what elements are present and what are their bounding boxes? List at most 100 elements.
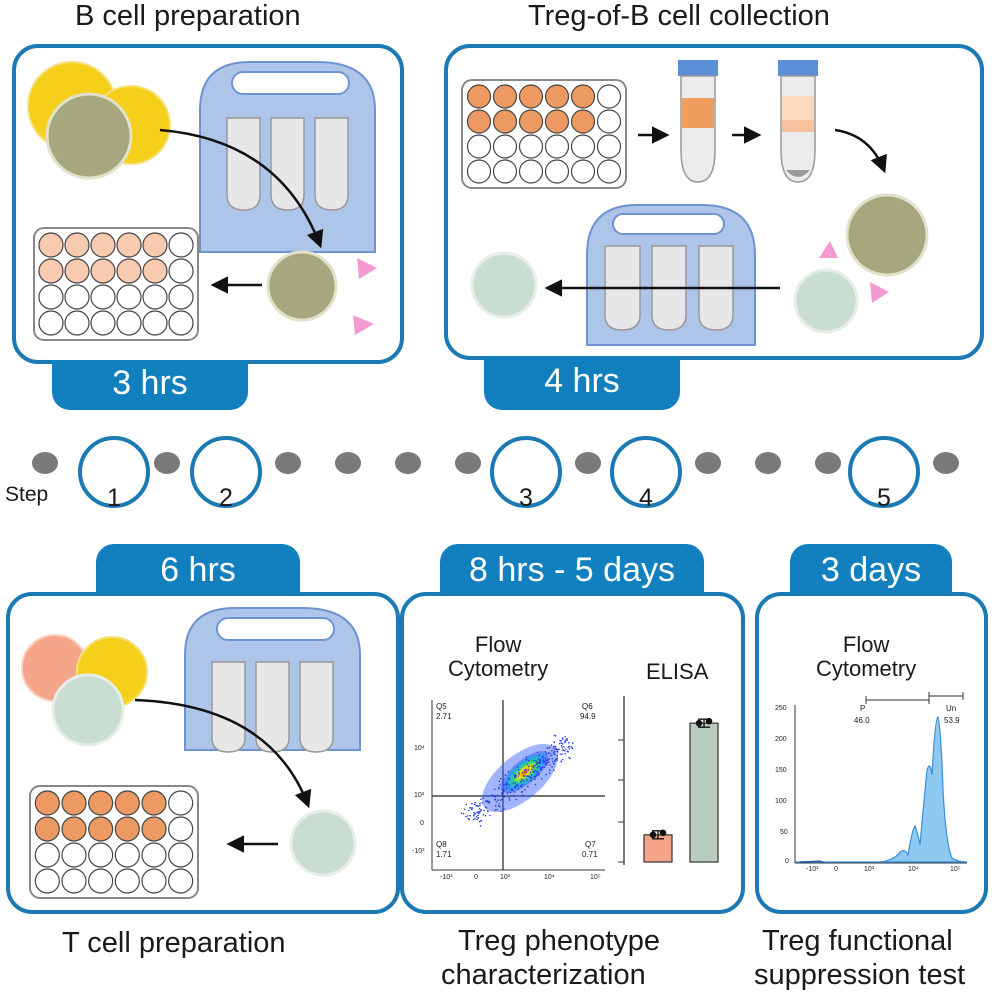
scatter-point [542,760,545,762]
scatter-point [518,769,520,771]
scatter-point [522,779,525,782]
scatter-point [546,762,548,764]
well [34,842,60,868]
well [34,790,60,816]
well [142,258,168,284]
hist-x-tick: -10³ [806,866,819,873]
scatter-point [566,739,568,742]
well [596,159,622,184]
scatter-point [504,774,507,776]
scatter-point [564,736,566,738]
quadrant-q8: Q8 [436,840,447,849]
scatter-point [518,773,521,775]
b-cell-isolated [266,250,338,322]
elisa-bar-chart [618,696,719,865]
scatter-point [558,742,561,745]
scatter-point [563,745,565,748]
well [492,159,518,184]
timeline-dot [32,452,58,474]
scatter-point [564,749,566,752]
scatter-point [515,784,517,787]
t-cell-preparation-caption: T cell preparation [62,927,286,959]
scatter-point [536,751,539,754]
scatter-point [496,808,498,811]
scatter-point [488,800,491,803]
treg-collection-panel [444,44,984,360]
scatter-point [503,796,506,798]
scatter-point [525,756,528,758]
scatter-point [465,803,468,806]
scatter-point [473,813,476,816]
scatter-point [556,759,558,761]
well [116,258,142,284]
scatter-point [526,763,529,766]
scatter-point [478,807,481,810]
replicate-point [659,829,667,837]
scatter-point [549,764,551,766]
scatter-point [534,783,537,786]
well [64,232,90,258]
well [544,84,570,109]
quadrant-q5: Q5 [436,702,447,711]
scatter-point [467,817,470,820]
well [88,790,114,816]
scatter-point [560,760,563,763]
scatter-point [484,814,487,817]
timeline-dot [815,452,841,474]
flow-x-tick: 10⁵ [590,874,601,881]
scatter-point [544,757,547,759]
flow-x-tick: 0 [474,874,478,881]
scatter-point [553,750,556,753]
scatter-point [571,742,574,744]
well [466,109,492,134]
scatter-point [528,759,530,762]
scatter-point [546,759,549,762]
scatter-point [512,782,515,784]
scatter-point [503,789,505,791]
flow-y-tick: 10³ [414,792,425,799]
flow-x-tick: 10⁴ [544,874,555,881]
scatter-point [552,762,555,765]
scatter-point [494,788,496,790]
scatter-point [536,770,538,773]
scatter-point [540,768,543,771]
scatter-point [551,760,554,763]
scatter-point [530,777,533,779]
scatter-point [514,776,516,779]
well [492,134,518,159]
scatter-point [556,750,559,753]
hist-y-tick: 0 [785,858,789,865]
scatter-point [514,785,516,788]
well [61,842,87,868]
well [570,109,596,134]
well [518,159,544,184]
scatter-point [550,744,553,746]
scatter-point [557,748,559,751]
scatter-point [551,754,553,756]
step-circle-3 [490,436,562,508]
step-number: 3 [519,484,533,512]
timeline-dot [695,452,721,474]
well [518,134,544,159]
gate-un-label: Un [946,704,957,713]
scatter-point [500,810,503,812]
scatter-point [466,815,469,817]
scatter-point [460,812,463,814]
scatter-point [502,783,505,786]
well [64,284,90,310]
scatter-point [507,771,510,773]
scatter-point [525,768,527,771]
well [142,284,168,310]
step-number: 2 [219,484,233,512]
scatter-point [498,788,500,790]
scatter-point [553,741,555,744]
gate-p-value: 46.0 [854,716,870,725]
scatter-point [534,769,537,772]
well [38,232,64,258]
scatter-point [510,788,513,790]
well [570,134,596,159]
scatter-point [545,773,547,776]
scatter-point [506,781,508,784]
well [34,868,60,894]
well [492,84,518,109]
